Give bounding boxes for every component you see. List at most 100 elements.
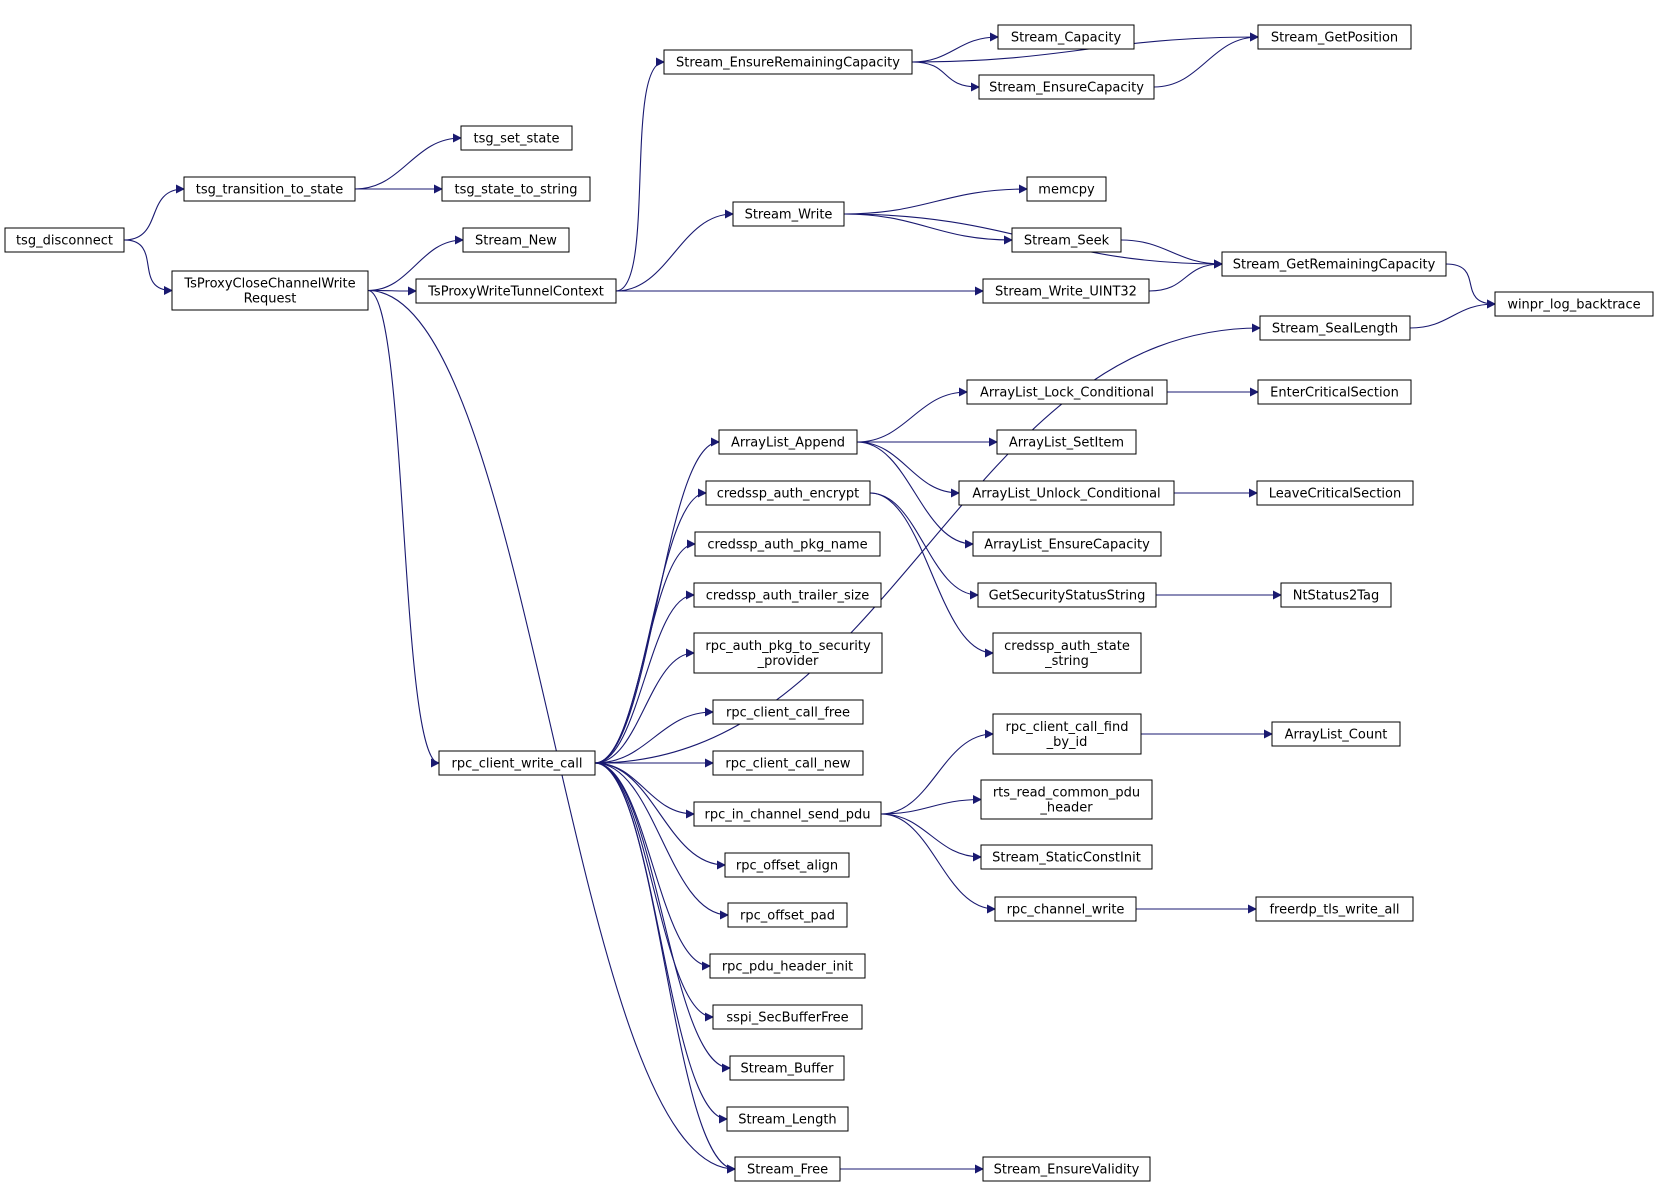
edge-stream-write-uint32-to-stream-getremainingcapacity [1148, 259, 1223, 292]
node-rpc-in-channel-send-pdu[interactable]: rpc_in_channel_send_pdu [693, 801, 882, 827]
node-stream-length[interactable]: Stream_Length [726, 1106, 849, 1132]
edge-stream-write-to-memcpy [843, 184, 1028, 215]
node-tsg-state-to-string[interactable]: tsg_state_to_string [441, 176, 591, 202]
node-tsg-transition-to-state[interactable]: tsg_transition_to_state [183, 176, 356, 202]
edge-rpc-client-write-call-to-rpc-offset-pad [594, 762, 729, 920]
node-box [1494, 291, 1654, 317]
node-label: rpc_offset_align [736, 859, 838, 874]
node-label: GetSecurityStatusString [989, 589, 1146, 604]
node-credssp-auth-encrypt[interactable]: credssp_auth_encrypt [705, 480, 871, 506]
node-ntstatus2tag[interactable]: NtStatus2Tag [1280, 582, 1392, 608]
node-stream-ensurevalidity[interactable]: Stream_EnsureValidity [982, 1156, 1151, 1182]
node-stream-new[interactable]: Stream_New [462, 227, 570, 253]
node-stream-free[interactable]: Stream_Free [734, 1156, 841, 1182]
edge-rpc-client-write-call-to-stream-buffer [594, 762, 731, 1073]
node-arraylist-unlock-conditional[interactable]: ArrayList_Unlock_Conditional [958, 480, 1175, 506]
node-credssp-auth-state-string[interactable]: credssp_auth_state_string [992, 632, 1142, 674]
node-label: rts_read_common_pdu [993, 786, 1140, 801]
node-tsg-set-state[interactable]: tsg_set_state [460, 125, 573, 151]
edge-tsg-disconnect-to-tsproxyclosechannelwriterequest [123, 239, 173, 295]
node-box [462, 227, 570, 253]
node-tsg-disconnect[interactable]: tsg_disconnect [4, 227, 125, 253]
node-label: TsProxyWriteTunnelContext [427, 285, 604, 300]
node-label: _header [1039, 801, 1093, 816]
edge-tsproxywritetunnelcontext-to-stream-write [615, 209, 734, 292]
node-rpc-pdu-header-init[interactable]: rpc_pdu_header_init [709, 953, 866, 979]
node-getsecuritystatusstring[interactable]: GetSecurityStatusString [977, 582, 1157, 608]
node-sspi-secbufferfree[interactable]: sspi_SecBufferFree [712, 1004, 863, 1030]
edge-stream-write-to-stream-seek [843, 213, 1013, 245]
node-label: rpc_client_call_new [725, 757, 851, 772]
node-credssp-auth-trailer-size[interactable]: credssp_auth_trailer_size [693, 582, 882, 608]
node-stream-write[interactable]: Stream_Write [732, 201, 845, 227]
node-label: rpc_auth_pkg_to_security [705, 639, 871, 654]
edge-rpc-client-write-call-to-rpc-client-call-free [594, 707, 714, 764]
node-rpc-auth-pkg-to-security-provider[interactable]: rpc_auth_pkg_to_security_provider [693, 632, 883, 674]
node-box [994, 896, 1137, 922]
node-box [982, 278, 1150, 304]
node-arraylist-append[interactable]: ArrayList_Append [718, 429, 858, 455]
node-memcpy[interactable]: memcpy [1026, 176, 1107, 202]
node-tsproxywritetunnelcontext[interactable]: TsProxyWriteTunnelContext [415, 278, 617, 304]
node-label: TsProxyCloseChannelWrite [183, 277, 355, 292]
node-rpc-client-call-find-by-id[interactable]: rpc_client_call_find_by_id [992, 713, 1142, 755]
node-label: rpc_offset_pad [740, 909, 835, 924]
node-label: memcpy [1038, 183, 1095, 198]
node-stream-buffer[interactable]: Stream_Buffer [729, 1055, 845, 1081]
node-arraylist-lock-conditional[interactable]: ArrayList_Lock_Conditional [966, 379, 1168, 405]
node-stream-seallength[interactable]: Stream_SealLength [1259, 315, 1411, 341]
node-rpc-client-call-free[interactable]: rpc_client_call_free [712, 699, 864, 725]
node-rpc-offset-pad[interactable]: rpc_offset_pad [727, 902, 848, 928]
node-box [997, 24, 1135, 50]
node-rpc-channel-write[interactable]: rpc_channel_write [994, 896, 1137, 922]
node-box [992, 632, 1142, 674]
node-box [1280, 582, 1392, 608]
edge-rpc-client-write-call-to-credssp-auth-encrypt [594, 488, 707, 764]
node-arraylist-setitem[interactable]: ArrayList_SetItem [996, 429, 1137, 455]
edge-tsproxywritetunnelcontext-to-stream-ensureremainingcapacity [615, 57, 665, 292]
node-label: Stream_Capacity [1011, 31, 1122, 46]
node-arraylist-count[interactable]: ArrayList_Count [1271, 721, 1401, 747]
node-box [460, 125, 573, 151]
node-credssp-auth-pkg-name[interactable]: credssp_auth_pkg_name [694, 531, 881, 557]
node-label: Stream_EnsureValidity [994, 1163, 1140, 1178]
node-stream-write-uint32[interactable]: Stream_Write_UINT32 [982, 278, 1150, 304]
edge-stream-ensurecapacity-to-stream-getposition [1153, 32, 1259, 88]
edge-tsproxyclosechannelwriterequest-to-tsproxywritetunnelcontext [367, 286, 417, 296]
node-arraylist-ensurecapacity[interactable]: ArrayList_EnsureCapacity [972, 531, 1162, 557]
node-label: credssp_auth_encrypt [717, 487, 860, 502]
node-winpr-log-backtrace[interactable]: winpr_log_backtrace [1494, 291, 1654, 317]
node-leavecriticalsection[interactable]: LeaveCriticalSection [1256, 480, 1414, 506]
edge-tsg-transition-to-state-to-tsg-set-state [354, 133, 462, 190]
node-label: tsg_disconnect [16, 234, 113, 249]
node-label: ArrayList_EnsureCapacity [984, 538, 1150, 553]
node-stream-ensureremainingcapacity[interactable]: Stream_EnsureRemainingCapacity [663, 49, 913, 75]
node-box [724, 852, 850, 878]
node-label: Stream_Free [747, 1163, 828, 1178]
node-box [729, 1055, 845, 1081]
edge-rpc-client-write-call-to-stream-seallength [594, 323, 1261, 764]
node-rpc-client-call-new[interactable]: rpc_client_call_new [712, 750, 864, 776]
node-box [693, 582, 882, 608]
node-stream-getposition[interactable]: Stream_GetPosition [1257, 24, 1412, 50]
node-stream-getremainingcapacity[interactable]: Stream_GetRemainingCapacity [1221, 251, 1447, 277]
node-rts-read-common-pdu-header[interactable]: rts_read_common_pdu_header [980, 779, 1153, 820]
node-stream-seek[interactable]: Stream_Seek [1011, 227, 1122, 253]
node-rpc-client-write-call[interactable]: rpc_client_write_call [438, 750, 596, 776]
node-label: rpc_pdu_header_init [722, 960, 853, 975]
node-freerdp-tls-write-all[interactable]: freerdp_tls_write_all [1255, 896, 1414, 922]
node-stream-staticconstinit[interactable]: Stream_StaticConstInit [980, 844, 1153, 870]
node-stream-capacity[interactable]: Stream_Capacity [997, 24, 1135, 50]
node-layer: tsg_disconnect tsg_transition_to_state tsg… [4, 24, 1654, 1182]
node-label: rpc_client_write_call [452, 757, 583, 772]
node-box [1011, 227, 1122, 253]
node-rpc-offset-align[interactable]: rpc_offset_align [724, 852, 850, 878]
node-entercriticalsection[interactable]: EnterCriticalSection [1257, 379, 1412, 405]
edge-rpc-client-write-call-to-stream-free [594, 762, 736, 1174]
node-box [727, 902, 848, 928]
edge-stream-seallength-to-winpr-log-backtrace [1409, 299, 1496, 329]
node-label: Stream_Buffer [741, 1062, 835, 1077]
node-stream-ensurecapacity[interactable]: Stream_EnsureCapacity [978, 74, 1155, 100]
